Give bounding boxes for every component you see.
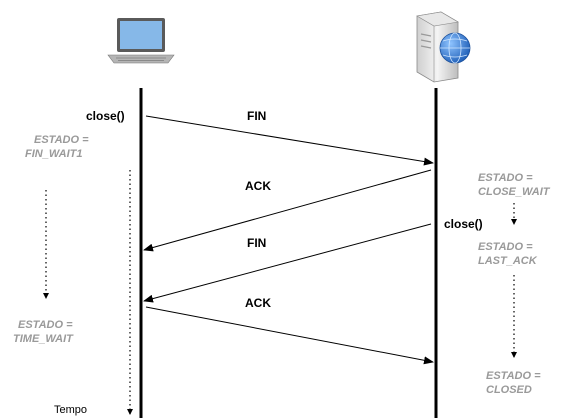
state-line: FIN_WAIT1	[25, 148, 83, 160]
state-line: ESTADO =	[486, 370, 541, 382]
state-line: CLOSE_WAIT	[478, 186, 550, 198]
server-state-closed: ESTADO = CLOSED	[486, 369, 541, 397]
ack-arrow-server-to-client	[143, 169, 432, 252]
state-line: ESTADO =	[478, 241, 533, 253]
time-axis-label: Tempo	[54, 404, 88, 416]
state-line: ESTADO =	[18, 319, 73, 331]
ack-message-label: ACK	[245, 179, 271, 193]
server-close-call: close()	[444, 217, 483, 231]
client-close-call: close()	[86, 109, 125, 123]
fin-arrow-client-to-server	[145, 115, 434, 166]
ack-arrow-client-to-server	[145, 306, 434, 365]
state-line: ESTADO =	[478, 172, 533, 184]
state-line: CLOSED	[486, 384, 532, 396]
fin-message-label: FIN	[247, 236, 267, 250]
state-line: ESTADO =	[34, 134, 89, 146]
laptop-icon	[107, 18, 175, 64]
state-line: LAST_ACK	[478, 255, 537, 267]
fin-arrow-server-to-client	[143, 223, 432, 303]
web-server-icon	[416, 11, 471, 83]
server-state-last-ack: ESTADO = LAST_ACK	[478, 240, 537, 268]
state-line: TIME_WAIT	[13, 333, 73, 345]
client-state-time-wait: ESTADO = TIME_WAIT	[13, 318, 73, 346]
client-state-fin-wait1: ESTADO = FIN_WAIT1	[22, 133, 89, 161]
server-state-close-wait: ESTADO = CLOSE_WAIT	[478, 171, 550, 199]
ack-message-label: ACK	[245, 296, 271, 310]
fin-message-label: FIN	[247, 109, 267, 123]
